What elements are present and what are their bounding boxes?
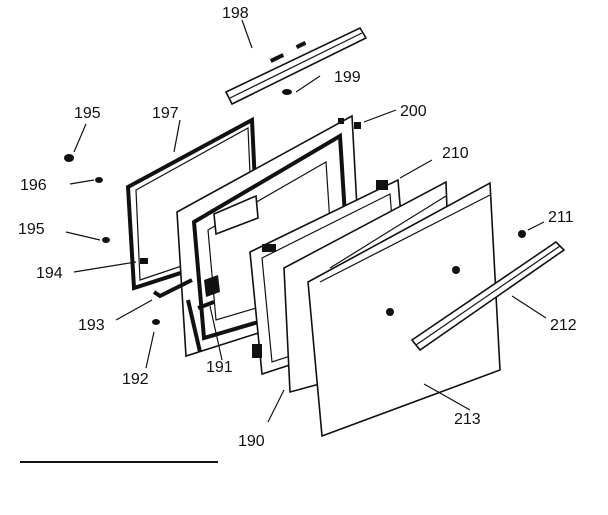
label-211: 211 bbox=[548, 209, 574, 226]
part-194-clip bbox=[140, 258, 148, 264]
label-194: 194 bbox=[36, 265, 63, 282]
part-213-outer-door-panel bbox=[307, 181, 501, 438]
label-190: 190 bbox=[238, 433, 265, 450]
label-195-upper: 195 bbox=[74, 105, 101, 122]
label-199: 199 bbox=[334, 69, 361, 86]
label-198: 198 bbox=[222, 5, 249, 22]
part-198-top-trim bbox=[224, 26, 368, 106]
label-193: 193 bbox=[78, 317, 105, 334]
label-195-lower: 195 bbox=[18, 221, 45, 238]
label-212: 212 bbox=[550, 317, 577, 334]
label-200: 200 bbox=[400, 103, 427, 120]
label-210: 210 bbox=[442, 145, 469, 162]
label-213: 213 bbox=[454, 411, 481, 428]
label-197: 197 bbox=[152, 105, 179, 122]
label-196: 196 bbox=[20, 177, 47, 194]
leader-lines bbox=[65, 19, 547, 423]
part-195-screw-upper bbox=[64, 154, 74, 162]
label-192: 192 bbox=[122, 371, 149, 388]
part-212-handle bbox=[410, 240, 566, 352]
part-211-screw bbox=[518, 230, 526, 238]
part-192-screw bbox=[152, 319, 160, 325]
label-191: 191 bbox=[206, 359, 233, 376]
part-196-screw bbox=[95, 177, 103, 183]
part-191-hinge bbox=[197, 275, 220, 310]
part-199-screw bbox=[282, 89, 292, 95]
part-193-liner bbox=[152, 278, 193, 299]
part-195-screw-lower bbox=[102, 237, 110, 243]
